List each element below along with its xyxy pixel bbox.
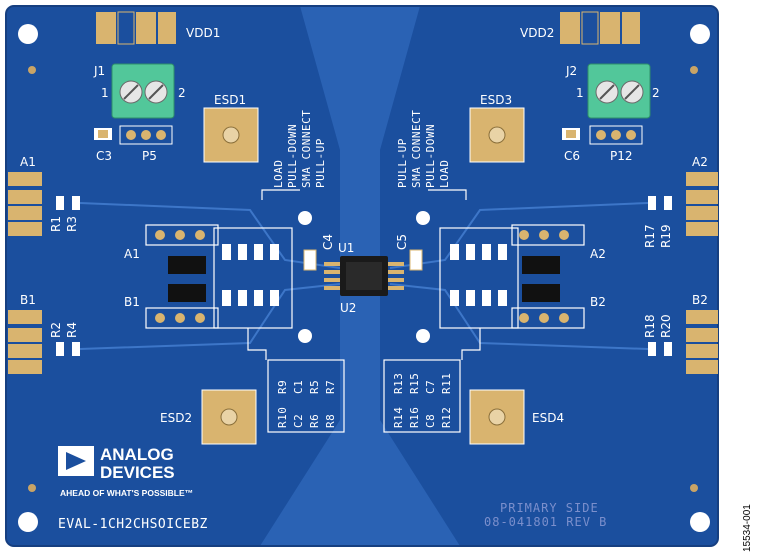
legend-left-pulldown: PULL-DOWN — [286, 124, 299, 188]
legend-right-sma: SMA CONNECT — [410, 110, 423, 188]
esd-pads — [201, 107, 525, 445]
logo-line2: DEVICES — [100, 463, 175, 482]
part-number-label: 08-041801 REV B — [484, 515, 607, 529]
u1-label: U1 — [338, 241, 354, 255]
terminal-block-j1 — [111, 63, 175, 119]
legend-left-pullup: PULL-UP — [314, 138, 327, 188]
center-smd-parts — [222, 244, 507, 306]
r20-label: R20 — [659, 314, 673, 338]
r2-label: R2 — [49, 322, 63, 338]
esd2-label: ESD2 — [160, 411, 192, 425]
j1-pin1: 1 — [101, 86, 109, 100]
figure-id: 15534-001 — [742, 504, 753, 552]
b2-edge-label: B2 — [692, 293, 708, 307]
header-p12 — [562, 125, 643, 145]
jumper-headers — [155, 230, 569, 323]
ic-u1-u2 — [324, 256, 404, 296]
table-right-r15: R15 — [408, 373, 421, 394]
esd3-label: ESD3 — [480, 93, 512, 107]
r4-label: R4 — [65, 322, 79, 338]
a2-edge-label: A2 — [692, 155, 708, 169]
vdd1-pads — [96, 11, 176, 45]
u2-label: U2 — [340, 301, 356, 315]
esd4-label: ESD4 — [532, 411, 564, 425]
p12-label: P12 — [610, 149, 633, 163]
c5-label: C5 — [395, 234, 409, 250]
table-right-r13: R13 — [392, 373, 405, 394]
r1-label: R1 — [49, 216, 63, 232]
board-edge — [5, 5, 719, 547]
a1-edge-label: A1 — [20, 155, 36, 169]
esd1-label: ESD1 — [214, 93, 246, 107]
j1-pin2: 2 — [178, 86, 186, 100]
primary-side-label: PRIMARY SIDE — [500, 501, 599, 515]
legend-right-pulldown: PULL-DOWN — [424, 124, 437, 188]
table-right-r12: R12 — [440, 407, 453, 428]
legend-left-sma: SMA CONNECT — [300, 110, 313, 188]
legend-right-pullup: PULL-UP — [396, 138, 409, 188]
table-left-r9: R9 — [276, 380, 289, 394]
terminal-block-j2 — [587, 63, 651, 119]
header-p5 — [94, 125, 173, 145]
r3-label: R3 — [65, 216, 79, 232]
table-right-c7: C7 — [424, 380, 437, 394]
silk-brackets — [145, 189, 585, 433]
table-left-c2: C2 — [292, 414, 305, 428]
logo-line1: ANALOG — [100, 445, 174, 464]
j2-pin2: 2 — [652, 86, 660, 100]
table-left-r5: R5 — [308, 380, 321, 394]
board-name: EVAL-1CH2CHSOICEBZ — [58, 517, 208, 532]
edge-resistors — [56, 196, 672, 356]
r17-label: R17 — [643, 224, 657, 248]
b2-jumper-label: B2 — [590, 295, 606, 309]
table-left-r7: R7 — [324, 380, 337, 394]
mounting-holes — [18, 24, 710, 532]
c6-label: C6 — [564, 149, 580, 163]
vdd2-label: VDD2 — [520, 26, 554, 40]
table-left-r6: R6 — [308, 414, 321, 428]
b1-jumper-label: B1 — [124, 295, 140, 309]
edge-pads-left — [8, 172, 42, 374]
a1-jumper-label: A1 — [124, 247, 140, 261]
a2-jumper-label: A2 — [590, 247, 606, 261]
legend-left-load: LOAD — [272, 160, 285, 189]
legend-right-load: LOAD — [438, 160, 451, 189]
edge-pads-right — [686, 172, 718, 374]
j2-label: J2 — [565, 64, 577, 78]
j1-label: J1 — [93, 64, 105, 78]
r18-label: R18 — [643, 314, 657, 338]
c4-label: C4 — [321, 234, 335, 250]
table-right-r16: R16 — [408, 407, 421, 428]
logo-tagline: AHEAD OF WHAT'S POSSIBLE™ — [60, 488, 193, 498]
b1-edge-label: B1 — [20, 293, 36, 307]
p5-label: P5 — [142, 149, 157, 163]
table-left-r10: R10 — [276, 407, 289, 428]
table-right-c8: C8 — [424, 414, 437, 428]
analog-devices-logo: ANALOG DEVICES AHEAD OF WHAT'S POSSIBLE™ — [58, 445, 193, 498]
table-left-r8: R8 — [324, 414, 337, 428]
table-right-r11: R11 — [440, 373, 453, 394]
vdd1-label: VDD1 — [186, 26, 220, 40]
table-right-r14: R14 — [392, 407, 405, 428]
j2-pin1: 1 — [576, 86, 584, 100]
table-left-c1: C1 — [292, 380, 305, 394]
vdd2-pads — [560, 11, 640, 45]
c3-label: C3 — [96, 149, 112, 163]
r19-label: R19 — [659, 224, 673, 248]
